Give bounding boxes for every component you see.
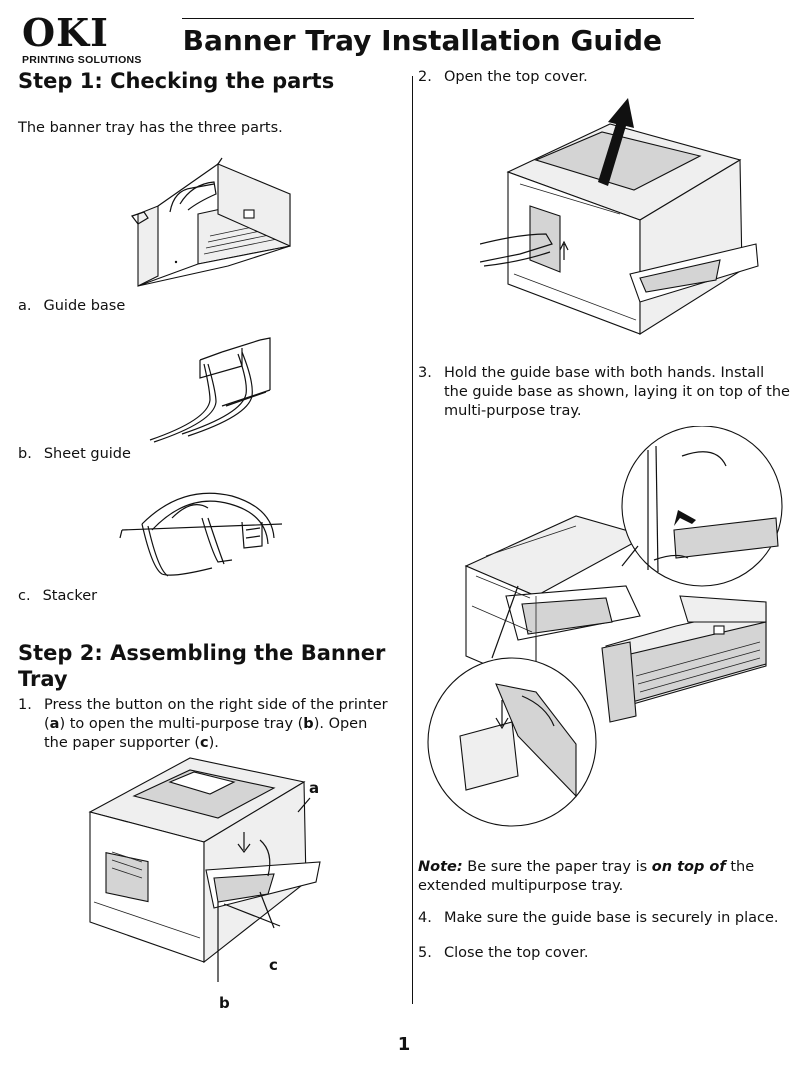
callout-b: b <box>219 994 230 1012</box>
instruction-1-number: 1. <box>18 697 32 713</box>
open-top-cover-illustration <box>480 98 759 335</box>
step1-heading: Step 1: Checking the parts <box>18 69 335 93</box>
instruction-5: 5. Close the top cover. <box>418 944 792 963</box>
logo-tagline: PRINTING SOLUTIONS <box>22 54 142 66</box>
oki-logo: OKI PRINTING SOLUTIONS <box>22 10 142 67</box>
part-b-row: b. Sheet guide <box>18 445 131 464</box>
instruction-4-text: Make sure the guide base is securely in … <box>444 910 779 926</box>
guide-base-illustration <box>131 157 291 287</box>
title-rule <box>182 18 694 19</box>
instruction-4: 4. Make sure the guide base is securely … <box>418 909 792 928</box>
instruction-2: 2. Open the top cover. <box>418 68 790 87</box>
install-guide-base-illustration <box>427 426 783 827</box>
sheet-guide-illustration <box>149 337 271 443</box>
instruction-2-text: Open the top cover. <box>444 69 588 85</box>
step2-heading: Step 2: Assembling the Banner Tray <box>18 641 386 691</box>
parts-intro: The banner tray has the three parts. <box>18 120 283 136</box>
part-b-letter: b. <box>18 446 32 462</box>
instruction-3-text: Hold the guide base with both hands. Ins… <box>444 365 790 419</box>
instruction-5-number: 5. <box>418 945 432 961</box>
part-a-letter: a. <box>18 298 32 314</box>
instruction-1-text: Press the button on the right side of th… <box>44 697 388 751</box>
callout-c: c <box>269 956 278 974</box>
note-label: Note: <box>418 859 463 875</box>
note-emphasis: on top of <box>651 859 726 875</box>
stacker-illustration <box>119 492 283 577</box>
part-a-label: Guide base <box>43 298 126 314</box>
instruction-1: 1. Press the button on the right side of… <box>18 696 392 753</box>
callout-a: a <box>309 779 320 797</box>
logo-wordmark: OKI <box>22 10 109 55</box>
instruction-2-number: 2. <box>418 69 432 85</box>
page-number: 1 <box>397 1034 411 1055</box>
instruction-5-text: Close the top cover. <box>444 945 589 961</box>
part-b-label: Sheet guide <box>43 446 131 462</box>
instruction-3: 3. Hold the guide base with both hands. … <box>418 364 792 421</box>
instruction-3-number: 3. <box>418 365 432 381</box>
note-text-1: Be sure the paper tray is <box>462 859 652 875</box>
instruction-4-number: 4. <box>418 910 432 926</box>
printer-open-tray-illustration <box>88 757 321 982</box>
document-title: Banner Tray Installation Guide <box>182 24 662 57</box>
note-block: Note: Be sure the paper tray is on top o… <box>418 858 790 896</box>
note-text-2: the extended multipurpose tray. <box>418 859 755 894</box>
column-divider <box>412 76 413 1004</box>
part-a-row: a. Guide base <box>18 297 125 316</box>
part-c-letter: c. <box>18 588 31 604</box>
part-c-label: Stacker <box>42 588 98 604</box>
part-c-row: c. Stacker <box>18 587 97 606</box>
